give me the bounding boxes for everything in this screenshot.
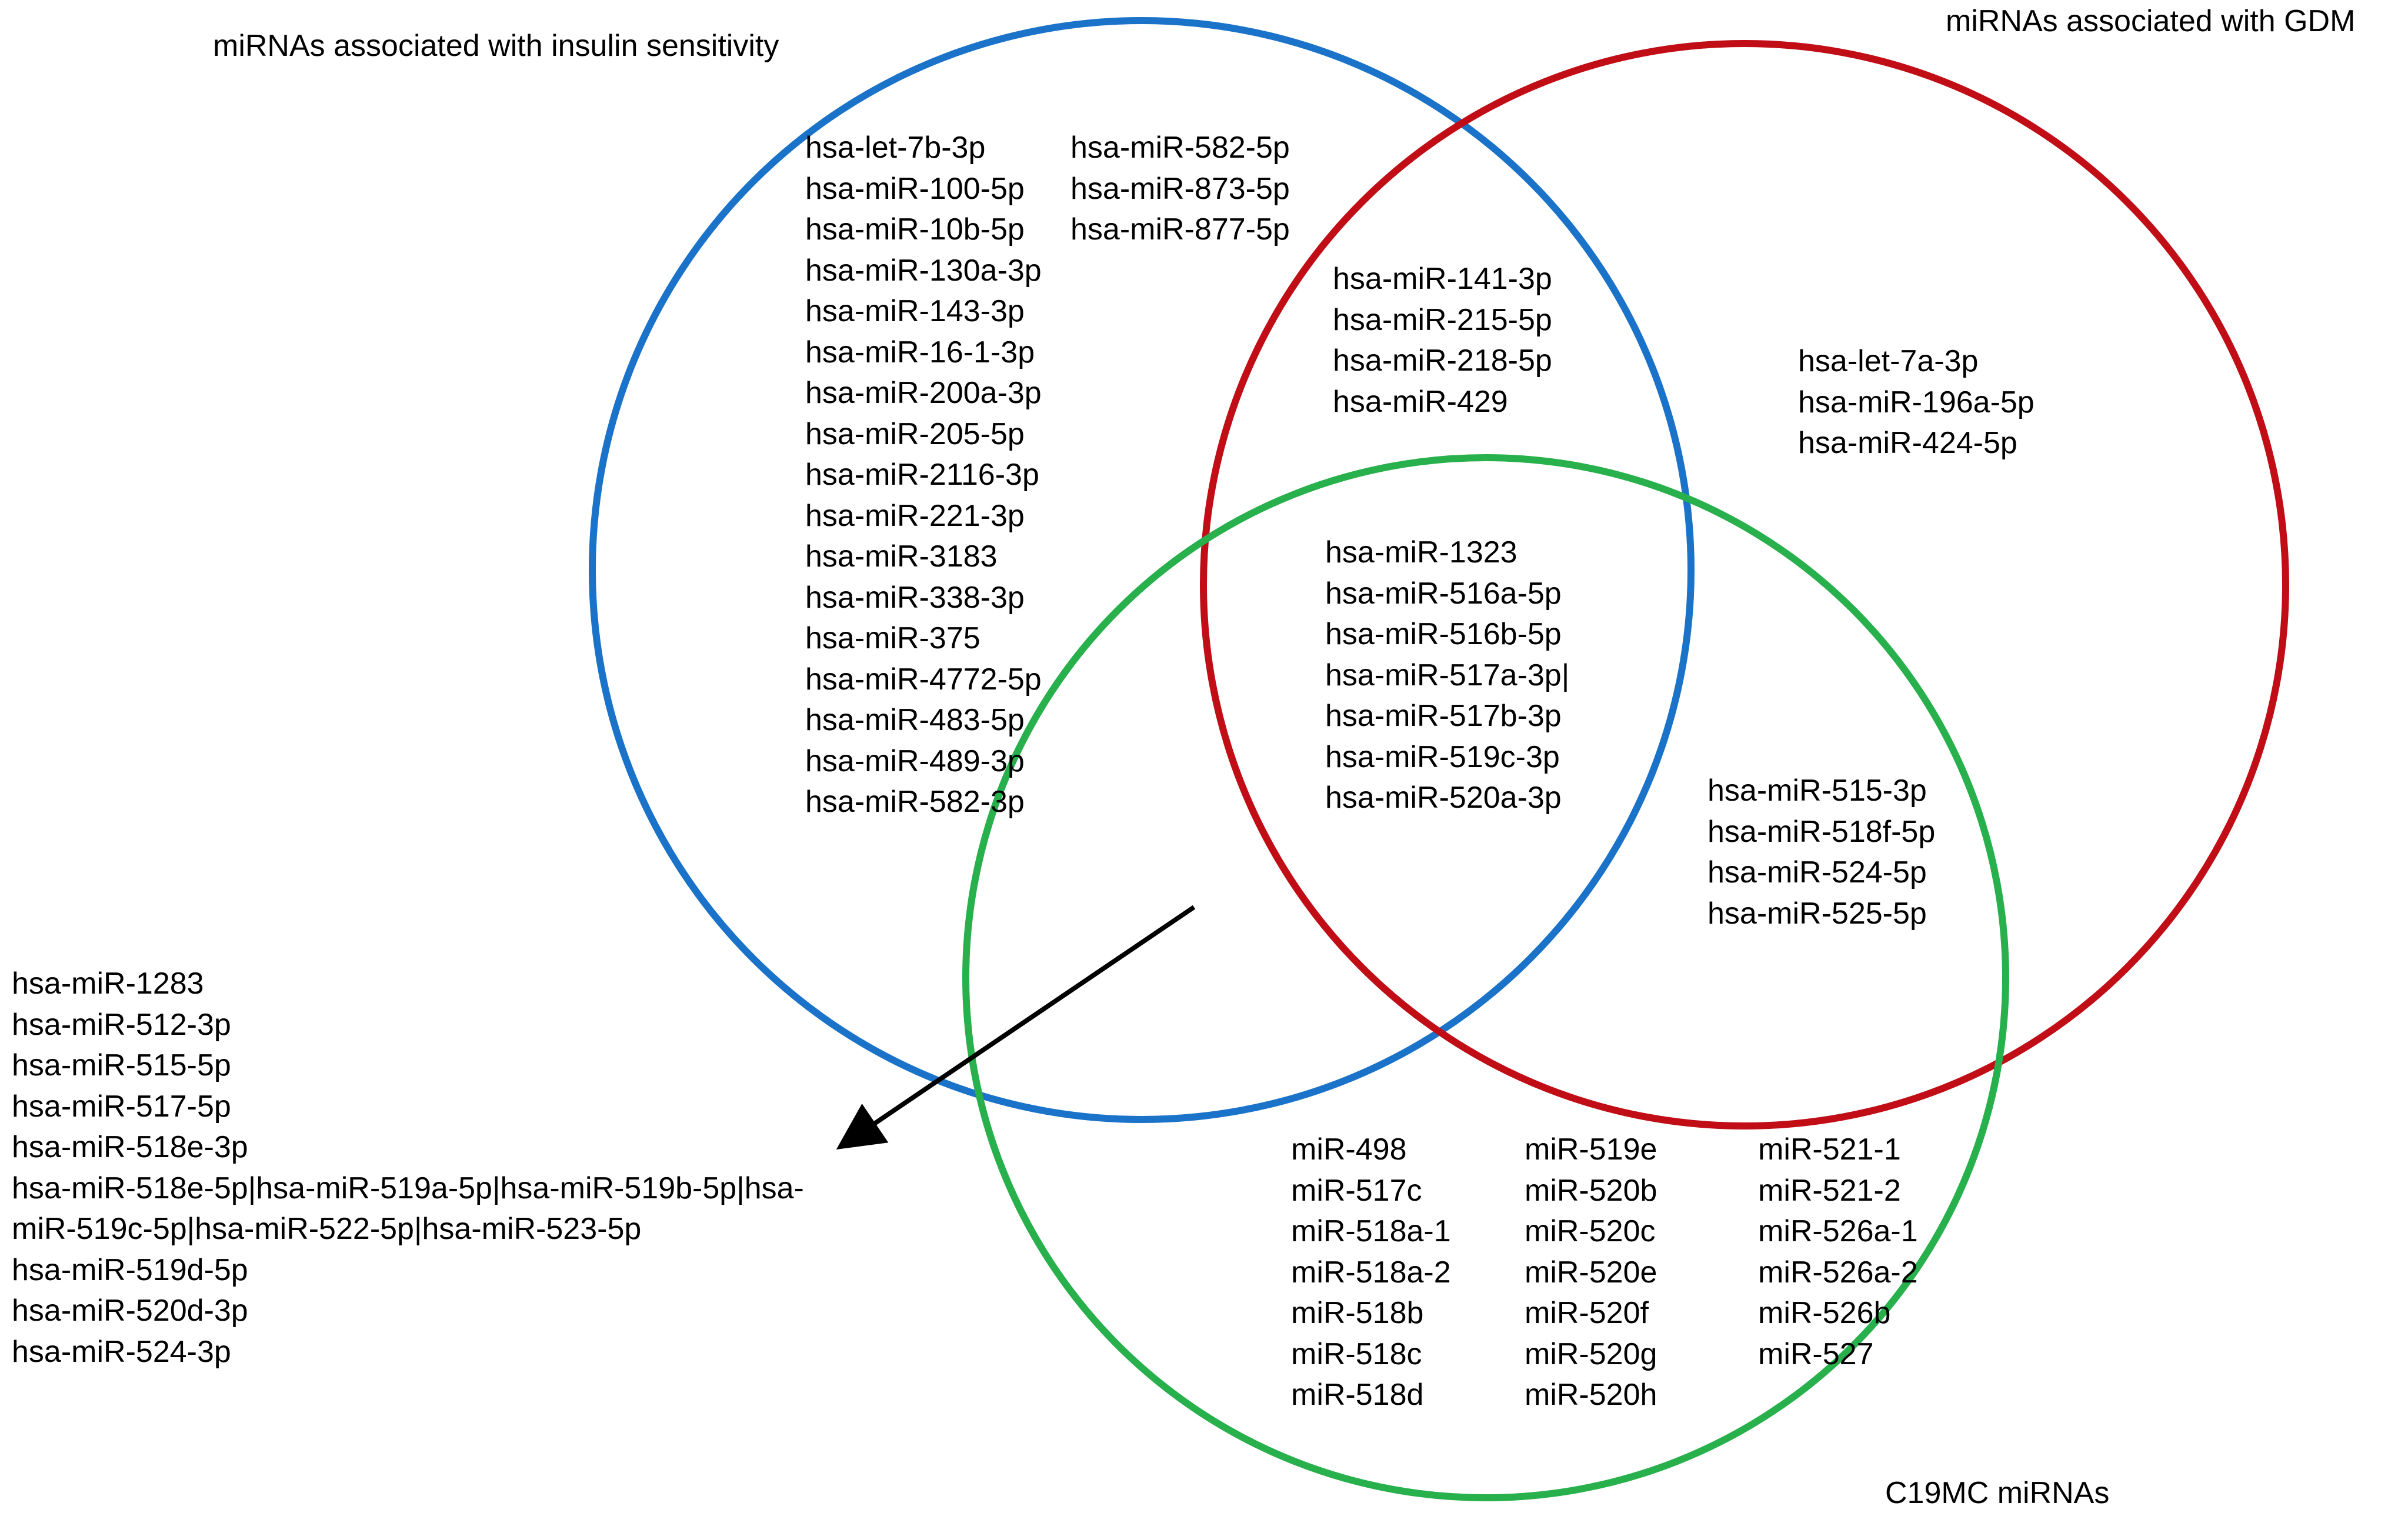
c19mc-only-list-col1: miR-498 miR-517c miR-518a-1 miR-518a-2 miR-5…	[1291, 1129, 1451, 1416]
mirna-item: hsa-miR-582-3p	[805, 785, 1025, 819]
mirna-item: miR-518d	[1291, 1378, 1424, 1412]
mirna-item: hsa-miR-196a-5p	[1798, 385, 2035, 419]
mirna-item: miR-519e	[1525, 1132, 1657, 1167]
mirna-item: hsa-miR-141-3p	[1333, 262, 1552, 296]
mirna-item: hsa-miR-877-5p	[1070, 212, 1290, 246]
mirna-item: miR-520g	[1525, 1337, 1657, 1371]
gdm-only-list: hsa-let-7a-3p hsa-miR-196a-5p hsa-miR-424-…	[1798, 341, 2035, 464]
c19mc-label: C19MC miRNAs	[1885, 1476, 2110, 1510]
mirna-item: miR-526a-1	[1758, 1214, 1918, 1248]
mirna-item: hsa-miR-516a-5p	[1325, 576, 1562, 611]
mirna-item: hsa-miR-515-3p	[1707, 774, 1927, 808]
mirna-item: hsa-miR-518f-5p	[1707, 814, 1936, 849]
insulin-sensitivity-label: miRNAs associated with insulin sensitivi…	[213, 29, 779, 63]
mirna-item: hsa-miR-517-5p	[12, 1089, 231, 1124]
mirna-item: hsa-miR-429	[1333, 384, 1508, 419]
mirna-item: miR-521-2	[1758, 1173, 1901, 1208]
insulin-only-list-col2: hsa-miR-582-5p hsa-miR-873-5p hsa-miR-877-…	[1070, 128, 1290, 251]
mirna-item: miR-520h	[1525, 1378, 1657, 1412]
mirna-item: miR-526a-2	[1758, 1255, 1918, 1290]
mirna-item: miR-527	[1758, 1337, 1874, 1371]
mirna-item: hsa-miR-519d-5p	[12, 1252, 248, 1287]
mirna-item: hsa-miR-1283	[12, 967, 204, 1001]
gdm-c19mc-overlap-list: hsa-miR-515-3p hsa-miR-518f-5p hsa-miR-524…	[1707, 771, 1935, 934]
mirna-item: miR-518a-1	[1291, 1214, 1451, 1248]
mirna-item: hsa-miR-524-5p	[1707, 855, 1927, 889]
mirna-item: miR-520e	[1525, 1255, 1657, 1290]
mirna-item: hsa-miR-873-5p	[1070, 171, 1290, 206]
all-three-overlap-list: hsa-miR-1323 hsa-miR-516a-5p hsa-miR-516b-…	[1325, 532, 1569, 819]
mirna-item: hsa-let-7b-3p	[805, 131, 986, 165]
gdm-label: miRNAs associated with GDM	[1946, 4, 2356, 38]
mirna-item: hsa-miR-483-5p	[805, 703, 1025, 737]
mirna-item: miR-518b	[1291, 1296, 1424, 1330]
gdm-circle	[1200, 40, 2289, 1129]
mirna-item: hsa-miR-200a-3p	[805, 376, 1042, 410]
mirna-item: hsa-miR-512-3p	[12, 1007, 231, 1042]
mirna-item: hsa-miR-520d-3p	[12, 1294, 248, 1328]
mirna-item: miR-520c	[1525, 1214, 1656, 1248]
c19mc-only-list-col3: miR-521-1 miR-521-2 miR-526a-1 miR-526a-2 mi…	[1758, 1129, 1918, 1375]
c19mc-only-list-col2: miR-519e miR-520b miR-520c miR-520e miR-520f…	[1525, 1129, 1657, 1416]
mirna-item: hsa-miR-375	[805, 621, 980, 655]
insulin-only-list-col1: hsa-let-7b-3p hsa-miR-100-5p hsa-miR-10b-5…	[805, 128, 1042, 823]
mirna-item: hsa-miR-215-5p	[1333, 302, 1552, 337]
mirna-item: hsa-miR-16-1-3p	[805, 335, 1035, 369]
mirna-item: hsa-miR-100-5p	[805, 171, 1025, 206]
mirna-item: miR-498	[1291, 1132, 1407, 1167]
mirna-item: hsa-miR-424-5p	[1798, 426, 2017, 460]
mirna-item: hsa-let-7a-3p	[1798, 344, 1979, 378]
mirna-item: miR-517c	[1291, 1173, 1422, 1208]
mirna-item: hsa-miR-489-3p	[805, 744, 1025, 778]
mirna-item: hsa-miR-519c-3p	[1325, 739, 1560, 774]
insulin-c19mc-overlap-list: hsa-miR-1283 hsa-miR-512-3p hsa-miR-515-5p…	[12, 964, 804, 1372]
mirna-item: hsa-miR-2116-3p	[805, 458, 1039, 492]
mirna-item: hsa-miR-525-5p	[1707, 896, 1927, 931]
mirna-item: miR-521-1	[1758, 1132, 1901, 1167]
mirna-item: hsa-miR-221-3p	[805, 498, 1025, 533]
mirna-item: hsa-miR-130a-3p	[805, 253, 1042, 288]
mirna-item: miR-518a-2	[1291, 1255, 1451, 1290]
mirna-item: hsa-miR-4772-5p	[805, 662, 1042, 697]
mirna-item: hsa-miR-3183	[805, 539, 998, 574]
mirna-item: miR-520f	[1525, 1296, 1649, 1330]
mirna-item: hsa-miR-516b-5p	[1325, 617, 1562, 651]
mirna-item: hsa-miR-518e-3p	[12, 1130, 248, 1164]
insulin-sensitivity-circle	[589, 17, 1695, 1123]
mirna-item: hsa-miR-218-5p	[1333, 344, 1552, 378]
mirna-item: hsa-miR-520a-3p	[1325, 781, 1562, 815]
mirna-item: miR-526b	[1758, 1296, 1891, 1330]
mirna-item: hsa-miR-515-5p	[12, 1048, 231, 1082]
c19mc-circle	[962, 454, 2009, 1501]
mirna-item: hsa-miR-338-3p	[805, 580, 1025, 615]
mirna-item: hsa-miR-517b-3p	[1325, 699, 1562, 733]
mirna-item: hsa-miR-517a-3p|	[1325, 658, 1570, 692]
mirna-item: hsa-miR-518e-5p|hsa-miR-519a-5p|hsa-miR-…	[12, 1171, 804, 1205]
pointer-arrow	[836, 905, 1196, 1150]
insulin-gdm-overlap-list: hsa-miR-141-3p hsa-miR-215-5p hsa-miR-218-…	[1333, 259, 1552, 422]
mirna-item: miR-520b	[1525, 1173, 1657, 1208]
mirna-item: hsa-miR-205-5p	[805, 417, 1025, 451]
mirna-item: miR-519c-5p|hsa-miR-522-5p|hsa-miR-523-5…	[12, 1212, 642, 1246]
mirna-item: hsa-miR-143-3p	[805, 294, 1025, 328]
mirna-item: miR-518c	[1291, 1337, 1422, 1371]
mirna-item: hsa-miR-1323	[1325, 535, 1517, 569]
mirna-item: hsa-miR-582-5p	[1070, 131, 1290, 165]
mirna-item: hsa-miR-10b-5p	[805, 212, 1025, 246]
mirna-item: hsa-miR-524-3p	[12, 1334, 231, 1369]
